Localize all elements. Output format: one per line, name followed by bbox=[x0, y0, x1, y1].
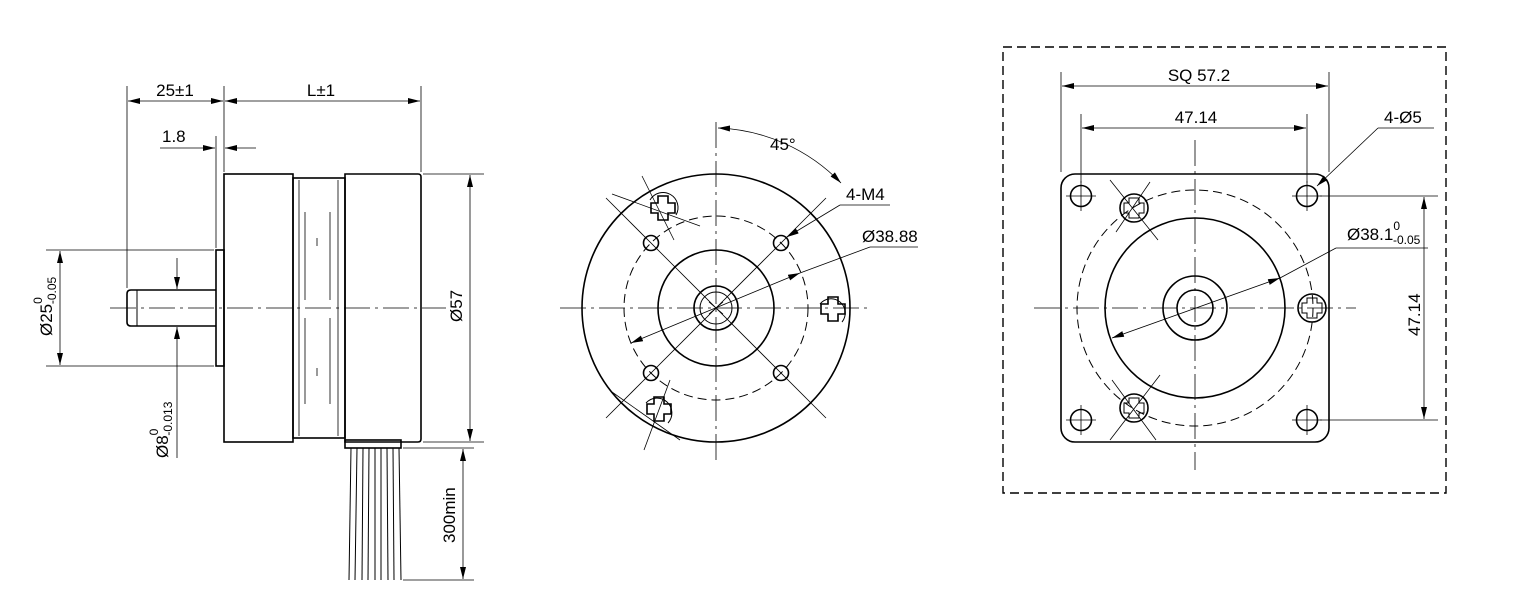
threaded-holes-label: 4-M4 bbox=[846, 185, 885, 204]
bolt-circle-label: Ø38.88 bbox=[862, 227, 918, 246]
dim-body-length: L±1 bbox=[225, 81, 420, 104]
front-screw-bl bbox=[1109, 374, 1161, 441]
mount-hole-br bbox=[1292, 405, 1322, 435]
rear-view: 45° 4-M4 Ø38.88 bbox=[560, 122, 918, 462]
front-screw-tl bbox=[1109, 179, 1159, 241]
dim-body-diameter: Ø57 bbox=[423, 173, 484, 443]
boss-diameter-label: Ø250-0.05 bbox=[31, 276, 59, 336]
mount-holes-label: 4-Ø5 bbox=[1384, 108, 1422, 127]
dim-pilot-diameter: Ø38.10-0.05 bbox=[1111, 219, 1428, 339]
mount-hole-bl bbox=[1066, 405, 1096, 435]
dim-shaft-length: 25±1 bbox=[126, 81, 422, 288]
dim-flange-thickness: 1.8 bbox=[160, 127, 256, 248]
lead-exit bbox=[344, 439, 402, 449]
dim-bolt-circle: Ø38.88 bbox=[630, 227, 918, 344]
dim-square: SQ 57.2 bbox=[1060, 66, 1330, 172]
mount-hole-tl bbox=[1066, 181, 1096, 211]
pilot-diameter-label: Ø38.10-0.05 bbox=[1347, 219, 1421, 247]
dim-hole-spacing-vertical: 47.14 bbox=[1320, 195, 1438, 421]
dim-lead-length: 300min bbox=[403, 447, 474, 581]
rear-screw-bottom bbox=[611, 379, 681, 451]
dim-angle: 45° bbox=[717, 125, 842, 184]
leader-mount-holes: 4-Ø5 bbox=[1316, 108, 1434, 187]
shaft-diameter-label: Ø80-0.013 bbox=[147, 401, 175, 458]
flange-thickness-label: 1.8 bbox=[162, 127, 186, 146]
angle-label: 45° bbox=[770, 135, 796, 154]
rear-hole-bl bbox=[642, 364, 660, 382]
body-diameter-label: Ø57 bbox=[447, 290, 466, 322]
rear-hole-tr bbox=[772, 234, 790, 252]
leader-threaded-holes: 4-M4 bbox=[786, 185, 890, 238]
rear-screw-top bbox=[611, 175, 701, 241]
rear-hole-tl bbox=[642, 234, 660, 252]
side-view: 25±1 L±1 1.8 Ø250-0.05 bbox=[31, 81, 484, 581]
dim-hole-spacing-horizontal: 47.14 bbox=[1080, 108, 1308, 183]
rear-hole-br bbox=[772, 364, 790, 382]
dim-boss-diameter: Ø250-0.05 bbox=[31, 249, 214, 367]
rear-screw-right bbox=[819, 296, 846, 323]
front-screw-right bbox=[1297, 293, 1327, 323]
lead-wires bbox=[348, 447, 402, 581]
hole-spacing-v-label: 47.14 bbox=[1405, 293, 1424, 336]
dim-shaft-diameter: Ø80-0.013 bbox=[147, 258, 180, 458]
hole-spacing-h-label: 47.14 bbox=[1175, 108, 1218, 127]
rear-cap bbox=[344, 173, 422, 443]
lead-length-label: 300min bbox=[440, 487, 459, 543]
shaft-length-label: 25±1 bbox=[156, 81, 194, 100]
mount-hole-tr bbox=[1292, 181, 1322, 211]
envelope-box bbox=[1002, 46, 1447, 494]
front-view: SQ 57.2 47.14 4-Ø5 Ø38.10-0.05 bbox=[1002, 46, 1447, 494]
square-label: SQ 57.2 bbox=[1168, 66, 1230, 85]
body-length-label: L±1 bbox=[307, 81, 335, 100]
